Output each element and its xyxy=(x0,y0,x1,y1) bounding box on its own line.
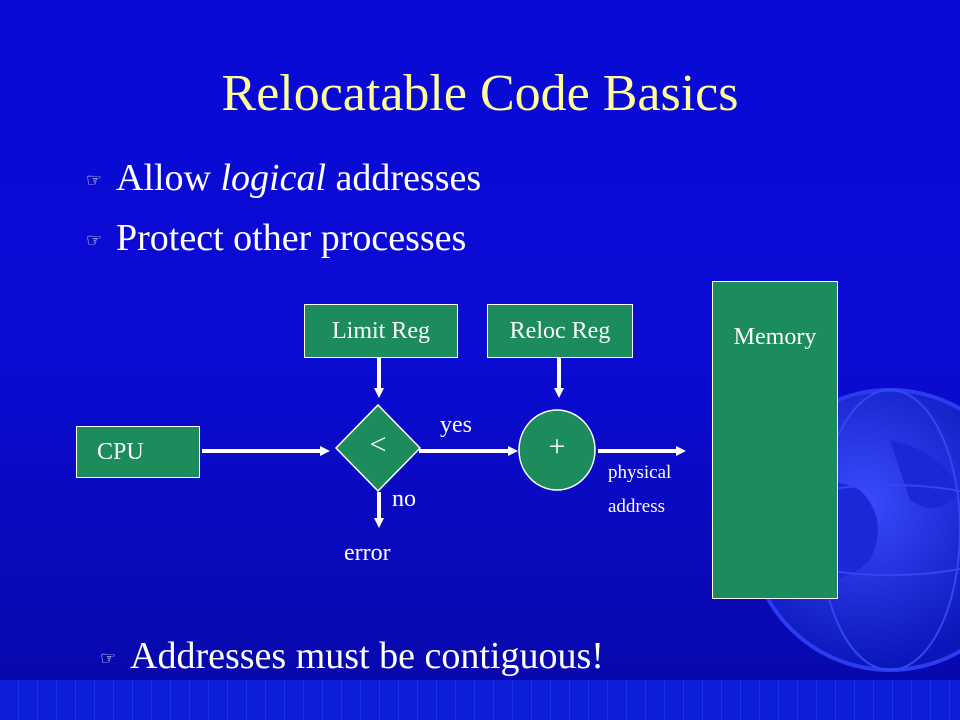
cpu-label: CPU xyxy=(97,438,144,465)
limit-register-label: Limit Reg xyxy=(332,317,430,344)
bullet-text: Addresses must be contiguous! xyxy=(130,635,604,677)
limit-register-box: Limit Reg xyxy=(304,304,458,358)
pointing-hand-icon: ☞ xyxy=(86,230,103,252)
no-label: no xyxy=(392,486,416,512)
yes-label: yes xyxy=(440,412,472,438)
memory-label: Memory xyxy=(733,324,817,350)
physical-label: physical xyxy=(608,462,672,483)
compare-operator: < xyxy=(369,428,387,461)
bullet-text-post: addresses xyxy=(326,157,482,199)
cpu-box: CPU xyxy=(76,426,200,478)
relocation-register-label: Reloc Reg xyxy=(509,317,611,344)
relocation-register-box: Reloc Reg xyxy=(487,304,633,358)
add-operator: + xyxy=(548,430,566,463)
slide-title: Relocatable Code Basics xyxy=(221,65,739,122)
bullet-text-emphasis: logical xyxy=(220,157,327,199)
bullet-text-pre: Allow xyxy=(116,157,221,199)
memory-box: Memory xyxy=(712,281,838,599)
bottom-band xyxy=(0,680,960,720)
pointing-hand-icon: ☞ xyxy=(86,170,103,192)
error-label: error xyxy=(344,540,391,566)
bullet-logical-addresses: ☞ Allow logical addresses xyxy=(86,156,481,203)
address-label: address xyxy=(608,496,665,517)
bullet-text: Protect other processes xyxy=(116,217,467,259)
bullet-contiguous: ☞ Addresses must be contiguous! xyxy=(100,634,604,681)
bullet-protect-processes: ☞ Protect other processes xyxy=(86,216,466,263)
pointing-hand-icon: ☞ xyxy=(100,648,117,670)
